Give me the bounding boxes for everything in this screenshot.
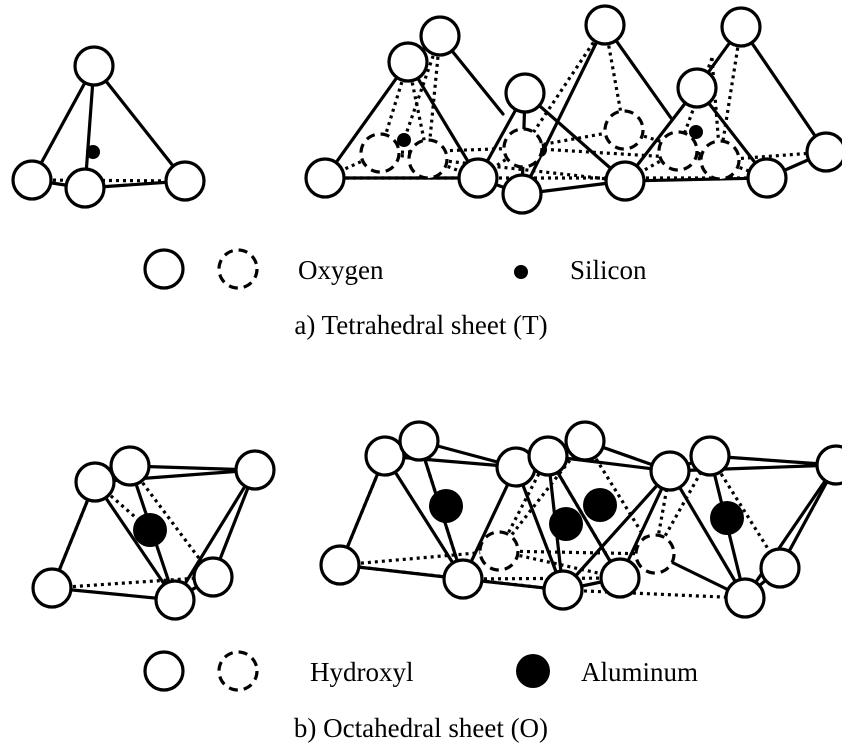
oxygen-atom-hidden bbox=[359, 132, 401, 174]
tetrahedral-sheet-network bbox=[304, 4, 842, 215]
octahedral-sheet: Hydroxyl Aluminum b) Octahedral sheet (O… bbox=[31, 420, 842, 743]
hydroxyl-legend-label: Hydroxyl bbox=[310, 657, 414, 687]
oxygen-atom bbox=[64, 167, 106, 209]
silicon-legend-icon bbox=[514, 265, 528, 279]
oxygen-atom bbox=[805, 131, 842, 173]
oxygen-atom bbox=[504, 72, 546, 114]
hydroxyl-atom bbox=[599, 557, 641, 599]
hydroxyl-atom bbox=[74, 461, 116, 503]
hydroxyl-atom bbox=[319, 544, 361, 586]
oxygen-atom-hidden bbox=[657, 130, 699, 172]
hydroxyl-atom bbox=[398, 420, 440, 462]
aluminum-legend-icon bbox=[516, 654, 550, 688]
aluminum-atom bbox=[133, 513, 167, 547]
aluminum-atom bbox=[429, 489, 463, 523]
tetrahedral-caption: a) Tetrahedral sheet (T) bbox=[294, 310, 547, 340]
hydroxyl-atom bbox=[442, 558, 484, 600]
oxygen-legend-label: Oxygen bbox=[298, 255, 384, 285]
aluminum-legend-label: Aluminum bbox=[581, 657, 698, 687]
hydroxyl-atom bbox=[154, 579, 196, 621]
hydroxyl-atom bbox=[234, 449, 276, 491]
hydroxyl-atom-hidden bbox=[478, 530, 520, 572]
single-tetrahedron bbox=[11, 45, 206, 209]
oxygen-atom-hidden bbox=[603, 109, 645, 151]
silicon-legend-label: Silicon bbox=[570, 255, 647, 285]
oxygen-atom bbox=[676, 67, 718, 109]
oxygen-atom bbox=[604, 160, 646, 202]
aluminum-atom bbox=[710, 501, 744, 535]
octahedral-legend: Hydroxyl Aluminum bbox=[143, 650, 698, 692]
aluminum-atom bbox=[583, 488, 617, 522]
oxygen-legend-icon bbox=[143, 248, 185, 290]
silicon-atom bbox=[397, 133, 411, 147]
hydroxyl-atom bbox=[192, 556, 234, 598]
oxygen-atom bbox=[387, 41, 429, 83]
oxygen-atom bbox=[11, 159, 53, 201]
oxygen-atom bbox=[746, 157, 788, 199]
oxygen-atom bbox=[73, 45, 115, 87]
silicon-atom bbox=[689, 125, 703, 139]
oxygen-atom-hidden bbox=[699, 139, 741, 181]
hydroxyl-atom bbox=[364, 435, 406, 477]
hidden-oxygen-legend-icon bbox=[217, 248, 259, 290]
hydroxyl-atom bbox=[724, 577, 766, 619]
hydroxyl-atom bbox=[759, 547, 801, 589]
octahedral-sheet-network bbox=[319, 420, 842, 619]
hydroxyl-atom bbox=[689, 435, 731, 477]
oxygen-atom bbox=[457, 157, 499, 199]
hidden-hydroxyl-legend-icon bbox=[217, 650, 259, 692]
oxygen-atom bbox=[720, 6, 762, 48]
oxygen-atom bbox=[501, 173, 543, 215]
hydroxyl-atom bbox=[527, 435, 569, 477]
oxygen-atom-hidden bbox=[502, 127, 544, 169]
single-octahedron bbox=[31, 445, 276, 621]
oxygen-atom bbox=[164, 160, 206, 202]
tetrahedral-sheet: Oxygen Silicon a) Tetrahedral sheet (T) bbox=[11, 4, 842, 340]
aluminum-atom bbox=[549, 507, 583, 541]
tetrahedral-legend: Oxygen Silicon bbox=[143, 248, 647, 290]
silicon-atom bbox=[86, 145, 100, 159]
hydroxyl-atom bbox=[31, 567, 73, 609]
hydroxyl-atom bbox=[109, 445, 151, 487]
octahedral-caption: b) Octahedral sheet (O) bbox=[294, 713, 548, 743]
hydroxyl-atom bbox=[564, 420, 606, 462]
hydroxyl-atom-hidden bbox=[634, 533, 676, 575]
hydroxyl-atom bbox=[542, 569, 584, 611]
oxygen-atom bbox=[304, 157, 346, 199]
oxygen-atom bbox=[419, 15, 461, 57]
hydroxyl-atom bbox=[649, 450, 691, 492]
hydroxyl-legend-icon bbox=[143, 650, 185, 692]
oxygen-atom-hidden bbox=[407, 138, 449, 180]
hydroxyl-atom bbox=[815, 444, 842, 486]
oxygen-atom bbox=[584, 4, 626, 46]
